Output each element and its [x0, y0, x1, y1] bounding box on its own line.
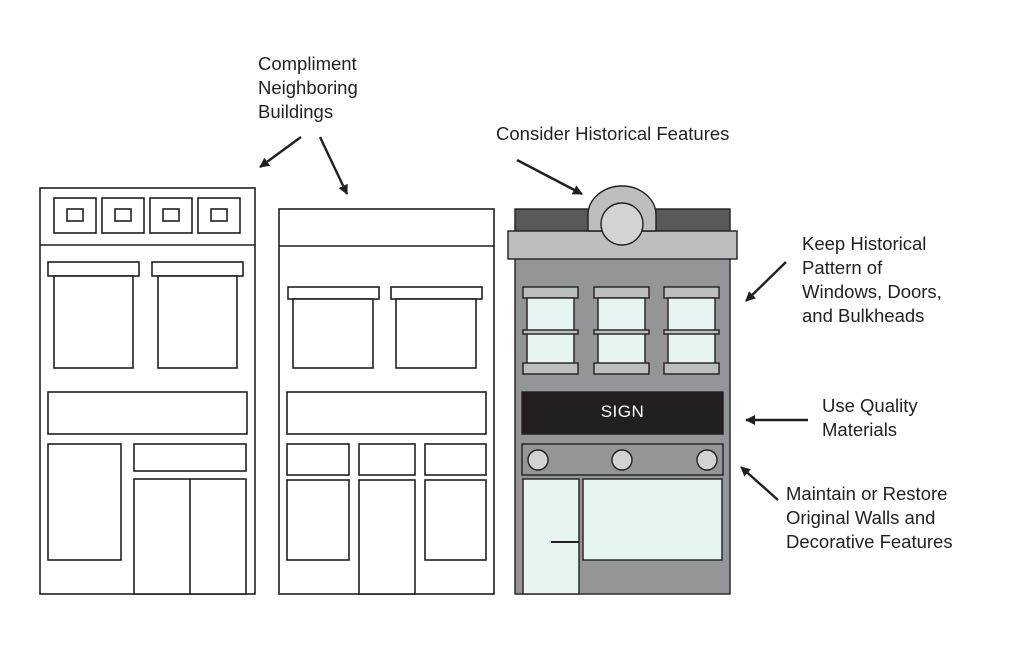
- building-middle-sign-band: [286, 391, 487, 435]
- neighbor-building-left: [39, 187, 256, 595]
- arrow-icon: [516, 158, 583, 196]
- label-compliment-neighboring: Compliment Neighboring Buildings: [258, 53, 358, 122]
- building-middle-door: [358, 479, 416, 595]
- historical-door: [522, 478, 580, 595]
- sign-label: SIGN: [600, 402, 645, 421]
- building-middle-upper-windows: [287, 286, 483, 369]
- building-left-attic-vents: [53, 197, 241, 234]
- historical-storefront-window: [582, 478, 723, 561]
- arrow-icon: [745, 261, 787, 302]
- label-quality-materials: Use Quality Materials: [822, 395, 918, 440]
- label-historical-pattern: Keep Historical Pattern of Windows, Door…: [802, 233, 942, 326]
- arrow-icon: [259, 136, 302, 168]
- historical-round-medallion: [600, 202, 644, 246]
- historical-upper-windows: [522, 286, 720, 375]
- neighbor-building-middle: [278, 208, 495, 595]
- building-left-sign-band: [47, 391, 248, 435]
- historical-building: [507, 185, 738, 595]
- historical-decorative-rosettes: [527, 449, 718, 471]
- arrow-icon: [740, 466, 779, 501]
- label-walls-decorative: Maintain or Restore Original Walls and D…: [786, 483, 953, 552]
- historical-sign-band: [521, 391, 724, 435]
- building-left-storefront-window: [47, 443, 122, 561]
- building-middle-window-left: [286, 479, 350, 561]
- building-middle-transoms: [286, 443, 487, 476]
- building-middle-window-right: [424, 479, 487, 561]
- arrow-icon: [318, 136, 349, 195]
- label-historical-features: Consider Historical Features: [496, 123, 730, 144]
- building-left-upper-windows: [47, 261, 244, 369]
- annotation-arrows: [259, 136, 808, 501]
- building-left-transom: [133, 443, 247, 472]
